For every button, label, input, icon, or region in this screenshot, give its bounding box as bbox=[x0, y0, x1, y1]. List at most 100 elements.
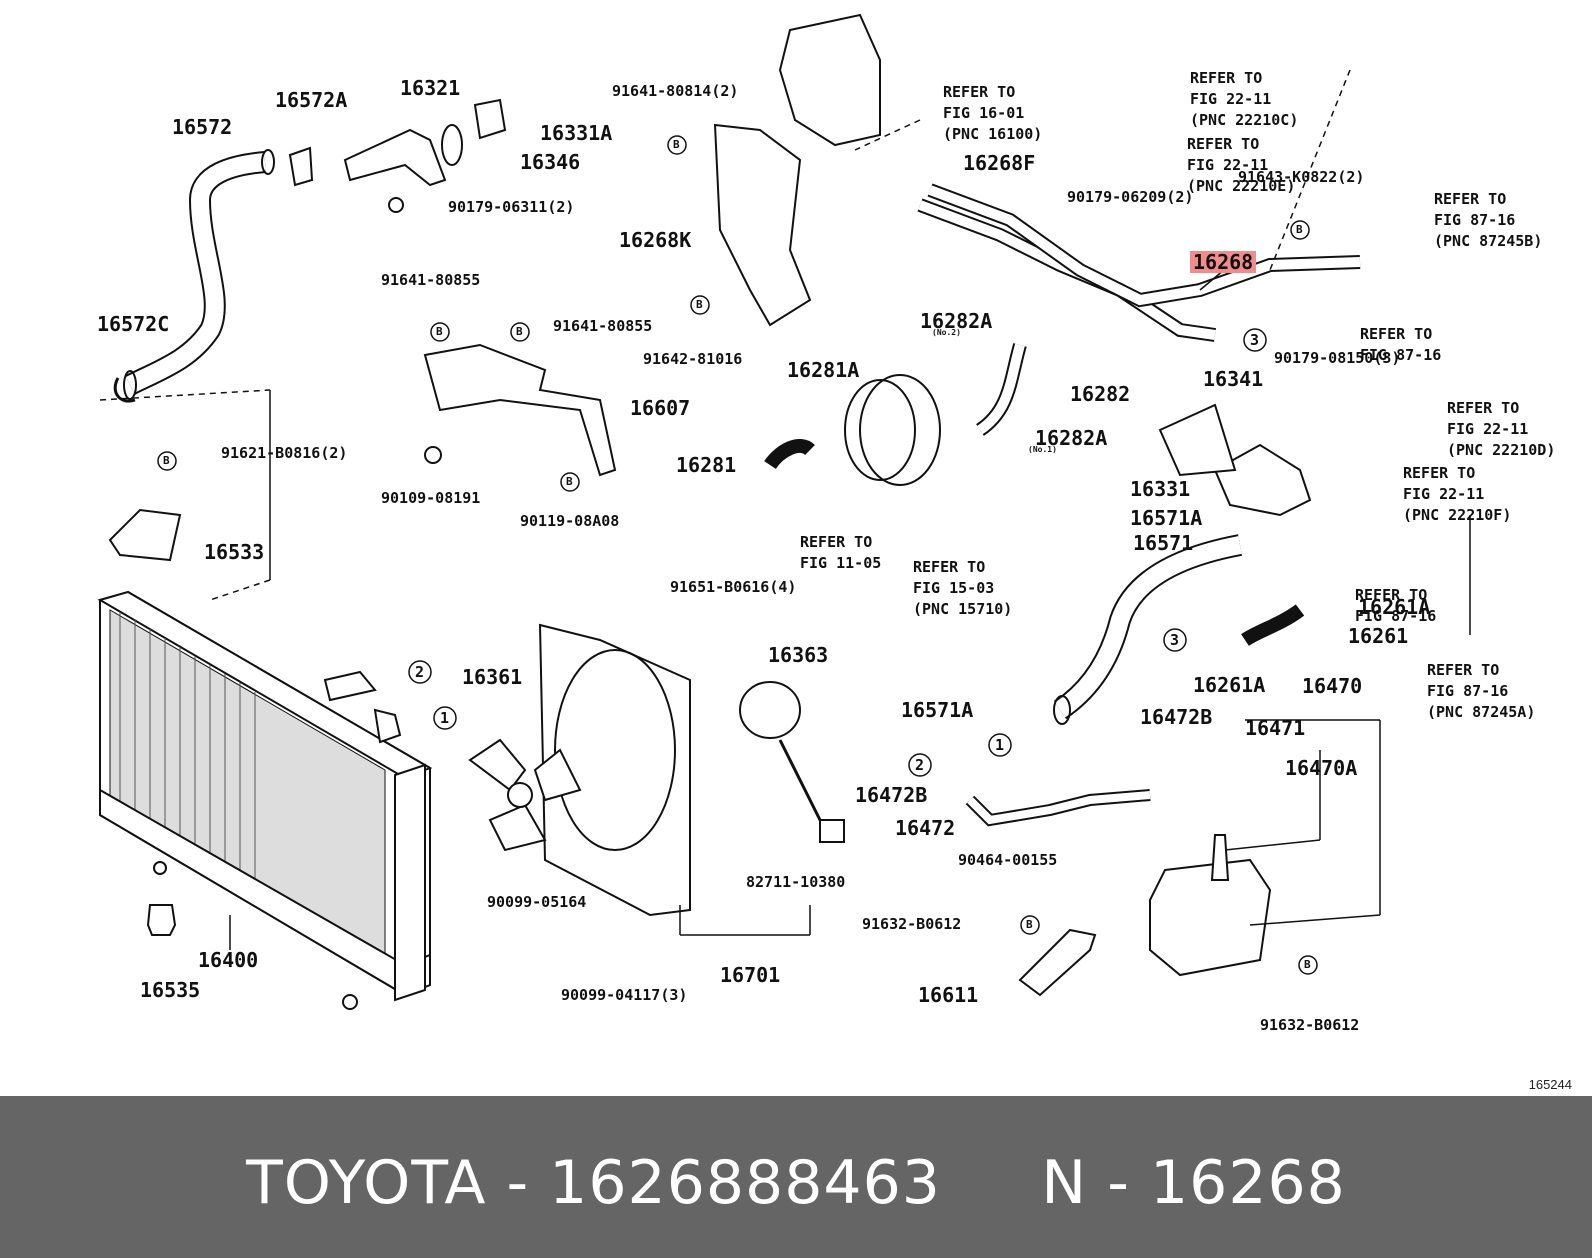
bracket-16607 bbox=[423, 343, 617, 477]
part-label-16472: 16472 bbox=[895, 816, 956, 840]
part-label-16535: 16535 bbox=[140, 978, 201, 1002]
part-label-16268K: 16268K bbox=[619, 228, 692, 252]
part-label-16470A: 16470A bbox=[1285, 756, 1358, 780]
part-label-16331A: 16331A bbox=[540, 121, 613, 145]
callout-2b: 2 bbox=[915, 756, 925, 774]
part-label-16281: 16281 bbox=[676, 453, 737, 477]
bolt-symbol: B bbox=[436, 325, 443, 338]
part-label-91641-80814: 91641-80814(2) bbox=[612, 82, 739, 100]
bolt-90179-06311 bbox=[388, 197, 404, 213]
part-label-16261: 16261 bbox=[1348, 624, 1409, 648]
reservoir-16470 bbox=[1149, 834, 1272, 977]
part-label-16571A-bot: 16571A bbox=[901, 698, 974, 722]
callout-2a: 2 bbox=[415, 663, 425, 681]
part-label-16341: 16341 bbox=[1203, 367, 1264, 391]
bolt-symbol: B bbox=[516, 325, 523, 338]
throttle-body bbox=[778, 13, 881, 147]
part-label-16470: 16470 bbox=[1302, 674, 1363, 698]
part-label-90464-00155: 90464-00155 bbox=[958, 851, 1058, 869]
footer-bar: TOYOTA - 1626888463 N - 16268 bbox=[0, 1096, 1592, 1258]
footer-part-number: 1626888463 bbox=[549, 1148, 941, 1218]
part-label-16571A-top: 16571A bbox=[1130, 506, 1203, 530]
footer-caption: TOYOTA - 1626888463 N - 16268 bbox=[0, 1148, 1592, 1218]
part-label-no1: (No.1) bbox=[1028, 445, 1057, 454]
inlet-16331 bbox=[1213, 443, 1312, 517]
part-label-16261A-top: 16261A bbox=[1358, 595, 1431, 619]
part-label-16361: 16361 bbox=[462, 665, 523, 689]
part-label-16363: 16363 bbox=[768, 643, 829, 667]
part-label-16281A: 16281A bbox=[787, 358, 860, 382]
part-label-16572A: 16572A bbox=[275, 88, 348, 112]
part-label-91632-B0612-left: 91632-B0612 bbox=[862, 915, 962, 933]
part-label-90119-08A08: 90119-08A08 bbox=[520, 512, 620, 530]
part-label-16572C: 16572C bbox=[97, 312, 170, 336]
bracket-16611 bbox=[1018, 928, 1097, 997]
part-label-16282A-bot: 16282A bbox=[1035, 426, 1108, 450]
part-label-16282A-top: 16282A bbox=[920, 309, 993, 333]
part-label-91632-B0612-right: 91632-B0612 bbox=[1260, 1016, 1360, 1034]
part-label-90099-05164: 90099-05164 bbox=[487, 893, 587, 911]
oil-cooler bbox=[844, 374, 941, 486]
hose-16281 bbox=[764, 439, 815, 470]
bolt-90109 bbox=[424, 446, 442, 464]
part-label-90179-06311: 90179-06311(2) bbox=[448, 198, 575, 216]
part-label-90109-08191: 90109-08191 bbox=[381, 489, 481, 507]
bracket-16533 bbox=[108, 508, 182, 562]
part-label-16400: 16400 bbox=[198, 948, 259, 972]
bolt-symbol: B bbox=[696, 298, 703, 311]
part-label-91641-80855-b: 91641-80855 bbox=[553, 317, 653, 335]
clamp-16572A bbox=[288, 146, 314, 187]
clamp-16572C bbox=[113, 377, 136, 403]
part-label-82711-10380: 82711-10380 bbox=[746, 873, 846, 891]
part-label-16282: 16282 bbox=[1070, 382, 1131, 406]
part-label-16611: 16611 bbox=[918, 983, 979, 1007]
part-label-91643-K0822: 91643-K0822(2) bbox=[1238, 168, 1365, 186]
part-label-16346: 16346 bbox=[520, 150, 581, 174]
part-label-16471: 16471 bbox=[1245, 716, 1306, 740]
bolt-symbol: B bbox=[1296, 223, 1303, 236]
part-label-16261A-bot: 16261A bbox=[1193, 673, 1266, 697]
diagram-id: 165244 bbox=[1528, 1077, 1572, 1092]
callout-3a: 3 bbox=[1250, 331, 1260, 349]
part-label-90179-06209: 90179-06209(2) bbox=[1067, 188, 1194, 206]
footer-separator: - bbox=[486, 1148, 550, 1218]
bolt-symbol: B bbox=[163, 454, 170, 467]
gasket-16346 bbox=[441, 124, 463, 166]
radiator-16400 bbox=[97, 590, 433, 1010]
hose-16261 bbox=[1241, 604, 1305, 646]
gasket-16341 bbox=[1158, 403, 1237, 477]
outlet-16321 bbox=[343, 128, 447, 187]
part-label-16472B-left: 16472B bbox=[855, 783, 928, 807]
part-label-91642-81016: 91642-81016 bbox=[643, 350, 743, 368]
callout-3b: 3 bbox=[1170, 631, 1180, 649]
part-label-16321: 16321 bbox=[400, 76, 461, 100]
part-label-91621-B0816: 91621-B0816(2) bbox=[221, 444, 348, 462]
part-label-90179-08150: 90179-08150(3) bbox=[1274, 349, 1401, 367]
part-label-16331: 16331 bbox=[1130, 477, 1191, 501]
part-label-90099-04117: 90099-04117(3) bbox=[561, 986, 688, 1004]
pipe-16268 bbox=[917, 183, 1361, 342]
part-label-91641-80855-a: 91641-80855 bbox=[381, 271, 481, 289]
part-label-16572: 16572 bbox=[172, 115, 233, 139]
part-label-16533: 16533 bbox=[204, 540, 265, 564]
part-label-16268-highlighted[interactable]: 16268 bbox=[1190, 251, 1257, 273]
part-label-16268F: 16268F bbox=[963, 151, 1036, 175]
part-label-16701: 16701 bbox=[720, 963, 781, 987]
bolt-symbol: B bbox=[1026, 918, 1033, 931]
bracket-16268K bbox=[713, 123, 812, 327]
part-label-16571: 16571 bbox=[1133, 531, 1194, 555]
part-label-16607: 16607 bbox=[630, 396, 691, 420]
bolt-symbol: B bbox=[566, 475, 573, 488]
hose-16572 bbox=[123, 149, 275, 400]
callout-1a: 1 bbox=[440, 709, 450, 727]
part-label-91651-B0616: 91651-B0616(4) bbox=[670, 578, 797, 596]
parts-diagram: 1 2 3 3 1 2 B B B B B B B B B 16572 1657… bbox=[97, 13, 1556, 1034]
